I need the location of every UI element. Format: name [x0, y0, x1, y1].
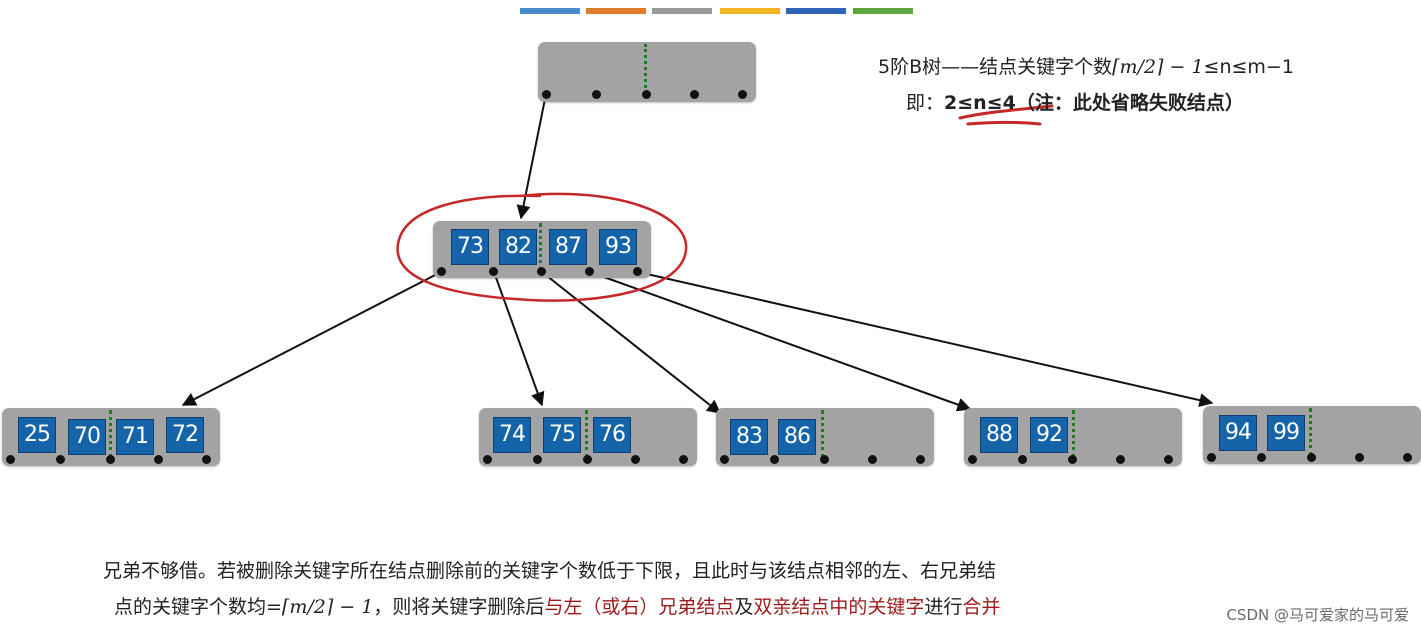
caption-highlight: 合并: [962, 596, 1001, 618]
ceil-formula: ⌈m/2⌉ − 1: [1112, 56, 1204, 78]
note-text: ≤n≤m−1: [1203, 56, 1294, 78]
pointer-dot: [642, 90, 651, 99]
edge-middle-to-leaf-2: [493, 271, 545, 407]
order-note-line1: 5阶B树——结点关键字个数⌈m/2⌉ − 1≤n≤m−1: [878, 52, 1294, 79]
node-divider: [539, 223, 542, 271]
caption-text: 兄弟不够借。若被删除关键字所在结点删除前的关键字个数低于下限，且此时与该结点相邻…: [103, 560, 997, 582]
caption-line1: 兄弟不够借。若被删除关键字所在结点删除前的关键字个数低于下限，且此时与该结点相邻…: [103, 556, 996, 583]
pointer-dot: [633, 267, 642, 276]
key-box: 86: [778, 419, 816, 455]
pointer-dot: [820, 455, 829, 464]
pointer-dot: [106, 455, 115, 464]
pointer-dot: [437, 267, 446, 276]
edge-root-to-middle: [516, 93, 547, 220]
node-divider: [585, 410, 588, 458]
key-box: 76: [593, 417, 631, 453]
pointer-dot: [583, 455, 592, 464]
node-divider: [109, 410, 112, 458]
key-box: 72: [166, 417, 204, 453]
pointer-dot: [1068, 455, 1077, 464]
note-text: 即：: [906, 92, 945, 114]
key-box: 73: [451, 229, 489, 265]
pointer-dot: [1307, 453, 1316, 462]
key-box: 70: [68, 419, 106, 455]
pointer-dot: [690, 90, 699, 99]
pointer-dot: [585, 267, 594, 276]
pointer-dot: [537, 267, 546, 276]
middle-node: 73 82 87 93: [433, 221, 651, 278]
pointer-dot: [1018, 455, 1027, 464]
key-box: 94: [1219, 415, 1257, 451]
ceil-formula: ⌈m/2⌉ − 1: [281, 596, 374, 618]
color-stripe: [586, 8, 646, 14]
pointer-dot: [1355, 453, 1364, 462]
caption-text: 及: [734, 596, 754, 618]
pointer-dot: [968, 455, 977, 464]
pointer-dot: [592, 90, 601, 99]
pointer-dot: [533, 455, 542, 464]
color-stripe: [853, 8, 913, 14]
pointer-dot: [154, 455, 163, 464]
caption-text: 进行: [924, 596, 963, 618]
pointer-dot: [1403, 453, 1412, 462]
leaf-node-2: 74 75 76: [479, 408, 697, 466]
pointer-dot: [1164, 455, 1173, 464]
node-divider: [1072, 410, 1075, 458]
node-divider: [1309, 408, 1312, 456]
caption-highlight: 双亲结点中的关键字: [753, 596, 925, 618]
key-box: 74: [493, 417, 531, 453]
leaf-node-4: 88 92: [964, 408, 1182, 466]
key-box: 93: [599, 229, 637, 265]
key-box: 25: [18, 417, 56, 453]
leaf-node-1: 25 70 71 72: [2, 408, 220, 466]
watermark: CSDN @马可爱家的马可爱: [1226, 606, 1409, 624]
pointer-dot: [738, 90, 747, 99]
pointer-dot: [1116, 455, 1125, 464]
pointer-dot: [483, 455, 492, 464]
key-box: 71: [116, 419, 154, 455]
root-node: [538, 42, 756, 102]
edge-middle-to-leaf-3: [541, 271, 722, 414]
edge-middle-to-leaf-1: [181, 271, 442, 406]
color-stripe: [520, 8, 580, 14]
pointer-dot: [868, 455, 877, 464]
key-box: 83: [730, 419, 768, 455]
caption-highlight: 与左（或右）兄弟结点: [544, 596, 735, 618]
order-note-line2: 即：2≤n≤4（注：此处省略失败结点）: [906, 88, 1244, 115]
color-stripe: [786, 8, 846, 14]
key-box: 88: [980, 417, 1018, 453]
color-stripe: [720, 8, 780, 14]
pointer-dot: [1207, 453, 1216, 462]
key-count-range: 2≤n≤4: [944, 92, 1016, 114]
root-node-divider: [644, 44, 647, 94]
pointer-dot: [542, 90, 551, 99]
pointer-dot: [6, 455, 15, 464]
caption-text: ，则将关键字删除后: [373, 596, 545, 618]
key-box: 87: [549, 229, 587, 265]
pointer-dot: [56, 455, 65, 464]
pointer-dot: [916, 455, 925, 464]
pointer-dot: [770, 455, 779, 464]
node-divider: [821, 410, 824, 458]
key-box: 99: [1267, 415, 1305, 451]
key-box: 92: [1030, 417, 1068, 453]
pointer-dot: [1257, 453, 1266, 462]
leaf-node-5: 94 99: [1203, 406, 1421, 464]
key-box: 75: [543, 417, 581, 453]
note-text: 5阶B树——结点关键字个数: [878, 56, 1113, 78]
color-stripe: [652, 8, 712, 14]
key-box: 82: [499, 229, 537, 265]
edge-middle-to-leaf-5: [637, 271, 1214, 408]
pointer-dot: [202, 455, 211, 464]
pointer-dot: [631, 455, 640, 464]
edge-middle-to-leaf-4: [589, 271, 972, 412]
pointer-dot: [489, 267, 498, 276]
pointer-dot: [679, 455, 688, 464]
caption-line2: 点的关键字个数均=⌈m/2⌉ − 1，则将关键字删除后与左（或右）兄弟结点及双亲…: [114, 592, 1000, 619]
caption-text: 点的关键字个数均=: [114, 596, 282, 618]
pointer-dot: [720, 455, 729, 464]
leaf-node-3: 83 86: [716, 408, 934, 466]
note-text: （注：此处省略失败结点）: [1015, 92, 1244, 114]
